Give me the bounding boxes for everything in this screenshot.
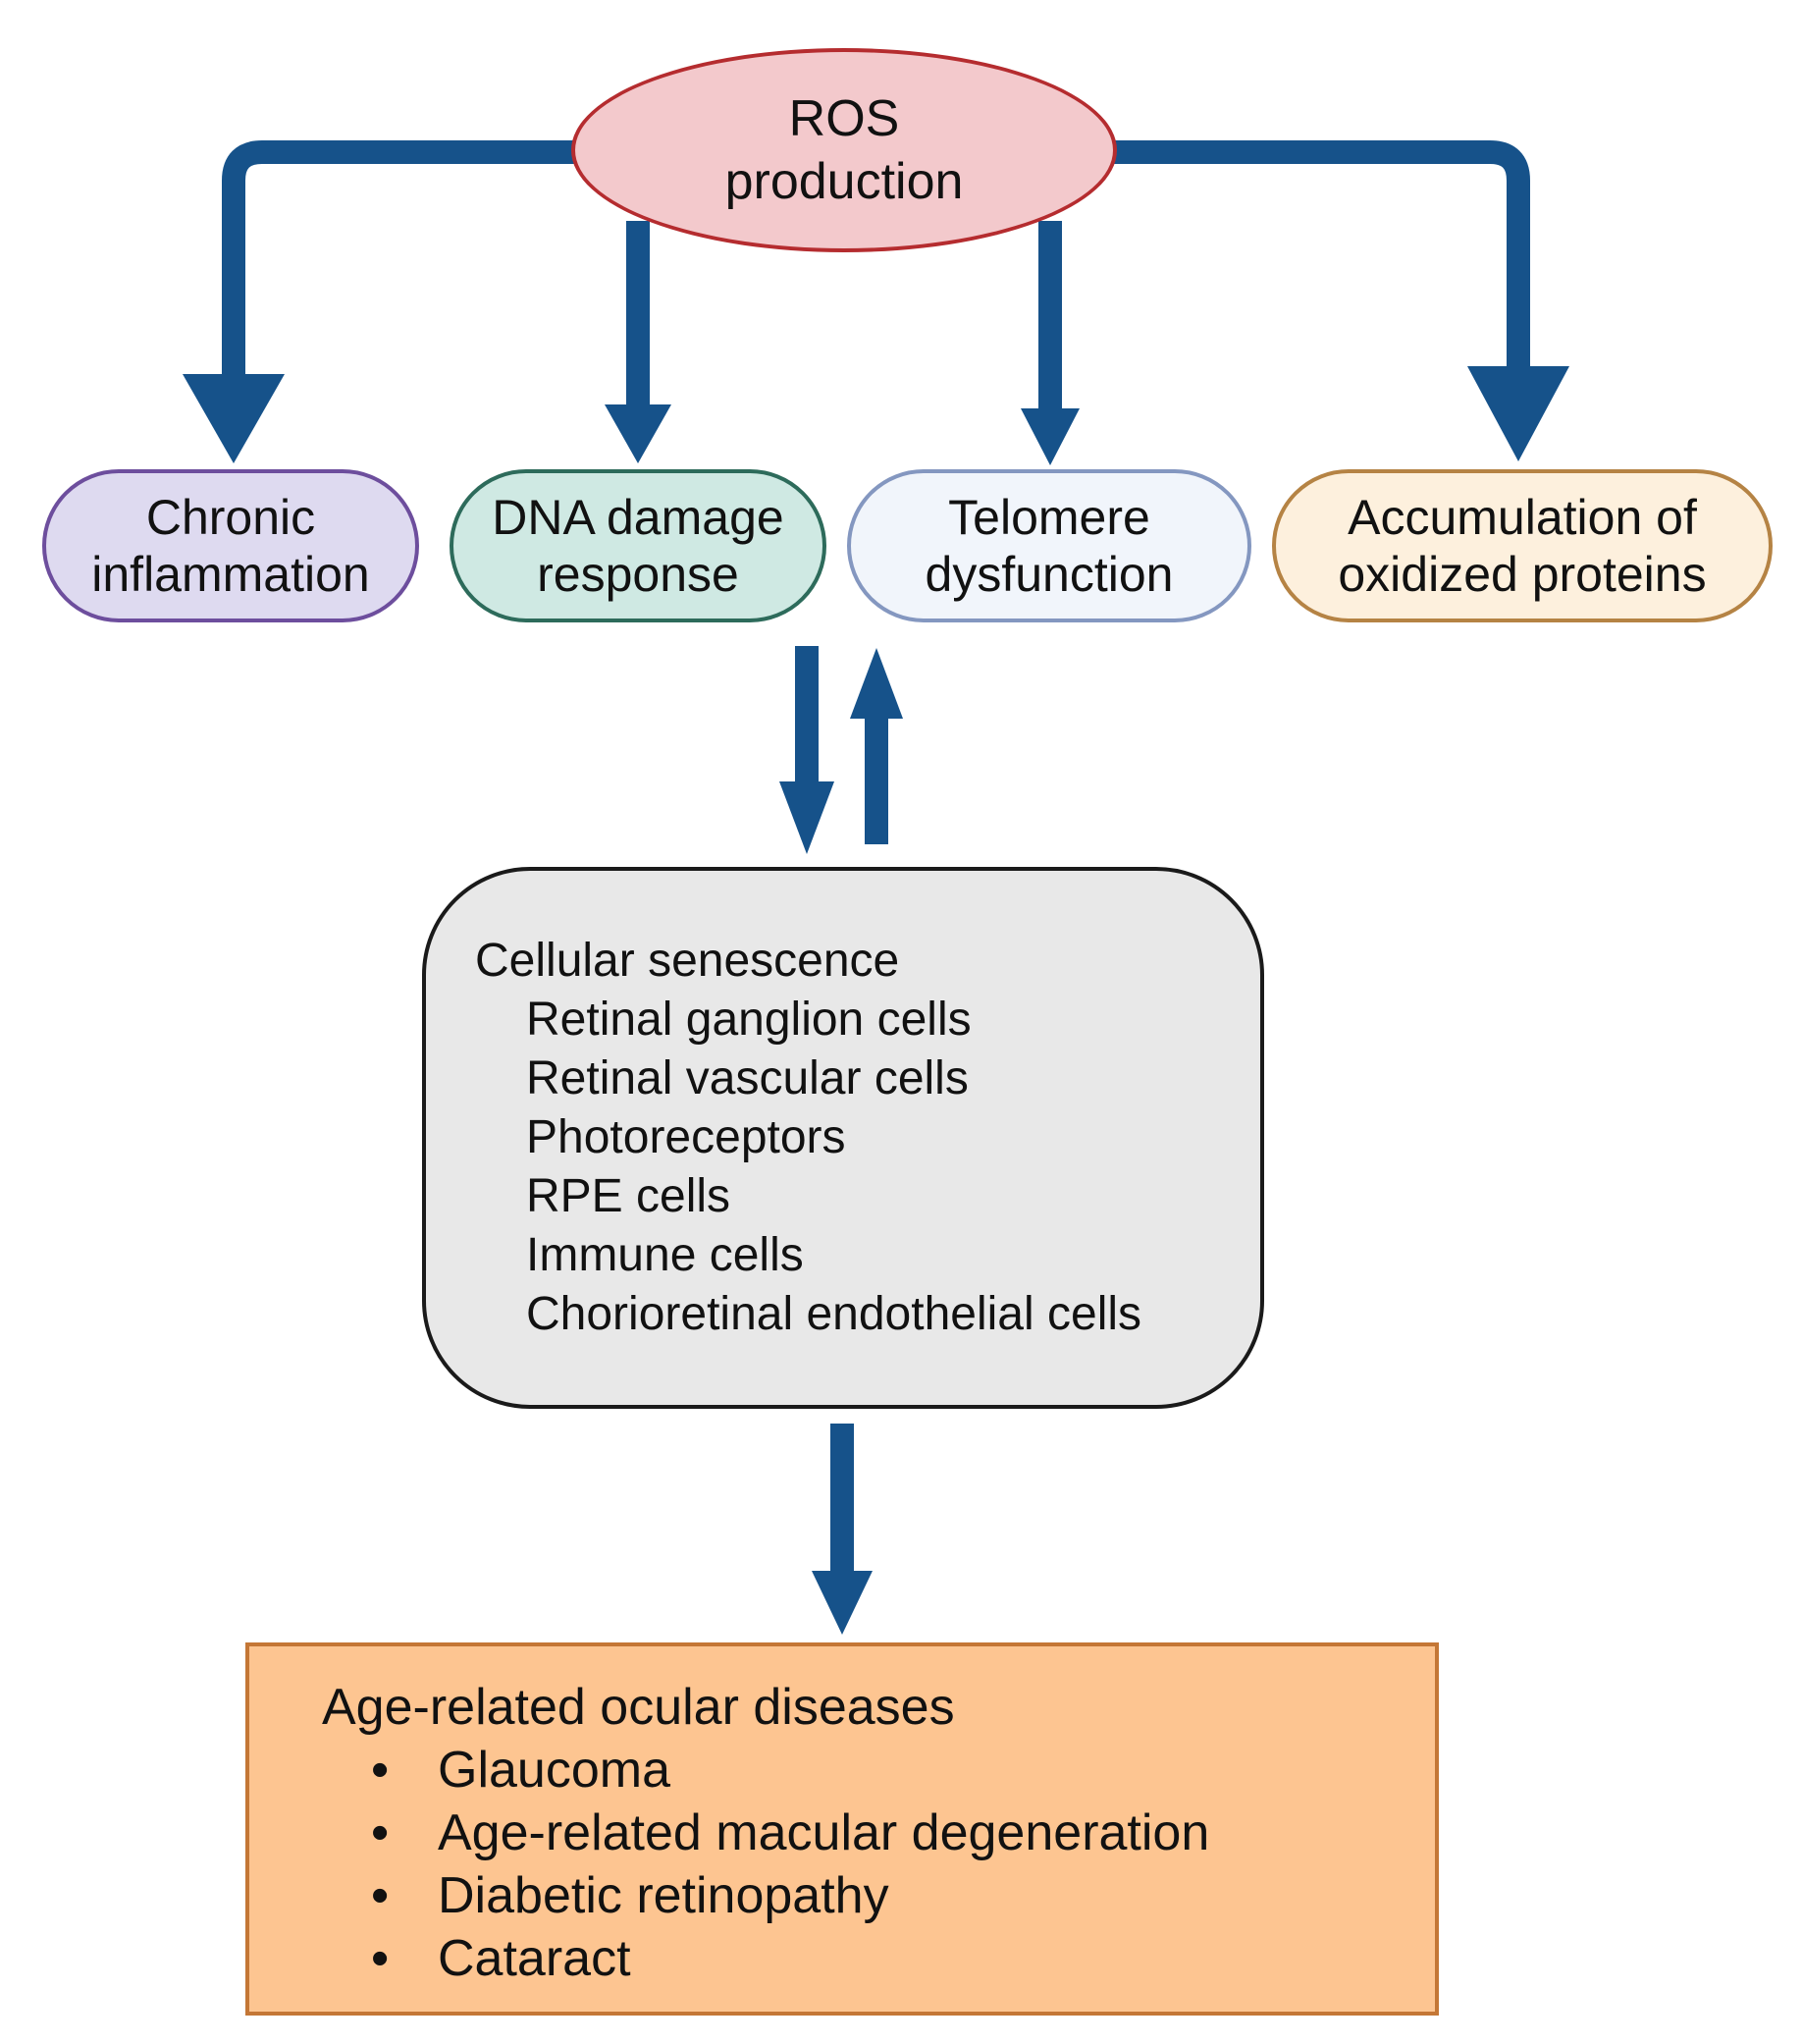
disease-list-item: Age-related macular degeneration: [322, 1802, 1209, 1864]
dna-label-line2: response: [537, 547, 739, 602]
diseases-title: Age-related ocular diseases: [322, 1679, 955, 1736]
senescence-title: Cellular senescence: [475, 935, 900, 987]
arrow-head-telomere: [1021, 408, 1080, 465]
senescence-cell-item: RPE cells: [526, 1170, 731, 1222]
telomere-dysfunction-node: Telomere dysfunction: [847, 469, 1251, 622]
cellular-senescence-node: Cellular senescence Retinal ganglion cel…: [422, 867, 1264, 1409]
oxidized-label-line2: oxidized proteins: [1338, 547, 1707, 602]
ros-production-node: ROS production: [571, 48, 1117, 252]
senescence-cell-item: Retinal ganglion cells: [526, 994, 972, 1046]
dna-damage-response-node: DNA damage response: [450, 469, 826, 622]
ocular-diseases-node: Age-related ocular diseases Glaucoma Age…: [245, 1642, 1439, 2016]
disease-list-item: Glaucoma: [322, 1739, 1209, 1802]
oxidized-proteins-node: Accumulation of oxidized proteins: [1272, 469, 1773, 622]
telomere-label-line1: Telomere: [948, 490, 1150, 545]
arrow-head-down-senescence: [779, 781, 834, 854]
disease-list-item: Cataract: [322, 1927, 1209, 1990]
oxidized-label-line1: Accumulation of: [1348, 490, 1697, 545]
telomere-label-line2: dysfunction: [925, 547, 1174, 602]
diseases-list: Glaucoma Age-related macular degeneratio…: [322, 1739, 1209, 1990]
arrow-head-dna: [605, 404, 671, 463]
ros-label-line2: production: [724, 153, 964, 210]
inflammation-label-line2: inflammation: [91, 547, 370, 602]
arrow-head-oxidized: [1467, 366, 1569, 461]
ros-label-line1: ROS: [788, 90, 900, 147]
arrow-head-diseases: [812, 1571, 873, 1635]
senescence-cell-item: Immune cells: [526, 1229, 804, 1281]
disease-list-item: Diabetic retinopathy: [322, 1864, 1209, 1927]
dna-label-line1: DNA damage: [492, 490, 784, 545]
inflammation-label-line1: Chronic: [145, 490, 316, 545]
senescence-cell-item: Retinal vascular cells: [526, 1052, 969, 1104]
senescence-cell-item: Photoreceptors: [526, 1111, 846, 1163]
arrow-head-inflammation: [183, 374, 285, 463]
arrow-head-up-telomere: [850, 648, 903, 719]
arrow-ros-to-inflammation-line: [222, 140, 577, 383]
chronic-inflammation-node: Chronic inflammation: [42, 469, 419, 622]
arrow-ros-to-oxidized-line: [1111, 140, 1530, 383]
senescence-cell-item: Chorioretinal endothelial cells: [526, 1288, 1142, 1340]
